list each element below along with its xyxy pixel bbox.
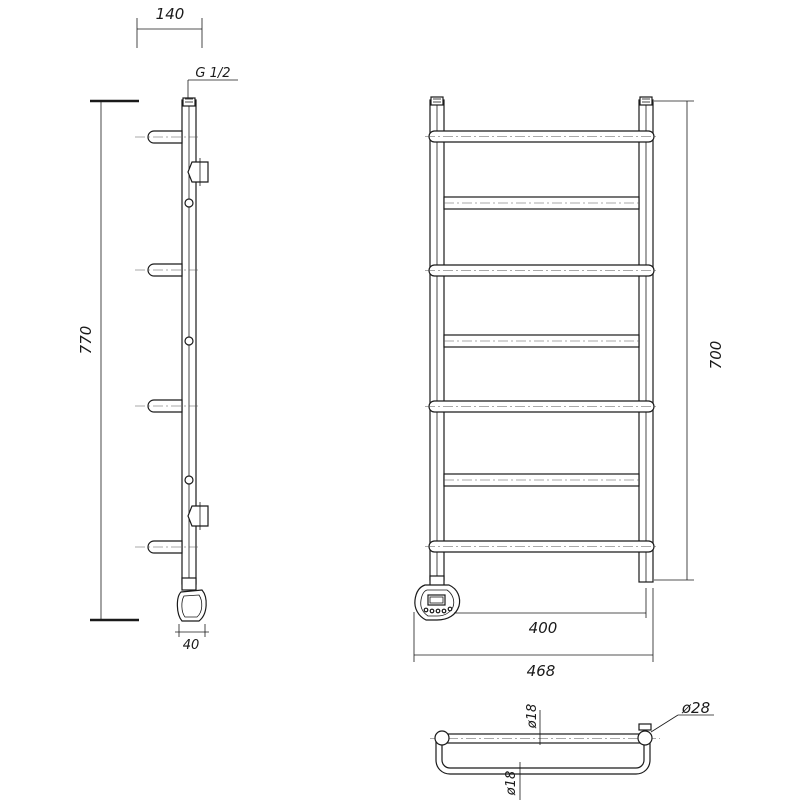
side-hole [184,198,194,208]
controller-button [447,606,453,612]
wall-bracket-upper [187,158,209,186]
dimension-element-label: 40 [183,638,200,653]
dimension-depth-140: 140 [136,5,203,48]
controller-button [435,608,441,614]
dimension-element-40: 40 [175,624,209,653]
connection-thread-callout: G 1/2 [187,66,238,100]
dimension-width-468: 468 [413,588,654,680]
front-main-rail [425,264,658,277]
front-inner-rail [443,473,640,487]
dimension-upright-diameter: ø28 [650,699,714,733]
dimension-height-700: 700 [654,100,725,581]
heating-element-front [414,575,461,621]
dimension-axis-height-label: 700 [707,341,725,370]
dimension-width-400: 400 [454,588,647,637]
front-main-rail [425,130,658,143]
dimension-rail-diameter: ø18 [525,704,541,745]
dimension-depth-label: 140 [156,5,185,23]
upright-diameter-label: ø28 [681,699,710,717]
front-inner-rail [443,334,640,348]
heating-element-side [176,589,207,622]
controller-button [423,607,429,613]
front-main-rail [425,540,658,553]
bottom-rail-diameter-label: ø18 [504,771,519,797]
front-upright-right [638,96,654,583]
dimension-bottom-rail-diameter: ø18 [504,762,521,800]
side-hole [184,475,194,485]
front-upright-left [429,96,445,581]
front-inner-rail [443,196,640,210]
front-view: 700 400 468 [413,96,725,680]
wall-bracket-lower [187,502,209,530]
dimension-height-770: 770 [77,99,139,622]
front-main-rail [425,400,658,413]
side-rail-stub [135,130,198,144]
top-upright-section-right [637,730,653,746]
side-rail-stub [135,399,198,413]
controller-button [441,608,447,614]
side-rail-stub [135,263,198,277]
dimension-axis-width-label: 400 [529,619,558,637]
side-rail-stub [135,540,198,554]
side-view: 140 G 1/2 770 [77,5,238,653]
side-hole [184,336,194,346]
dimension-height-label: 770 [77,326,95,355]
rail-diameter-label: ø18 [525,704,540,730]
controller-button [429,608,435,614]
controller-display [427,594,446,606]
connection-thread-label: G 1/2 [195,66,230,81]
dimension-total-width-label: 468 [527,662,556,680]
top-upright-section-left [434,730,450,746]
top-view: ø18 ø28 ø18 [430,699,714,800]
